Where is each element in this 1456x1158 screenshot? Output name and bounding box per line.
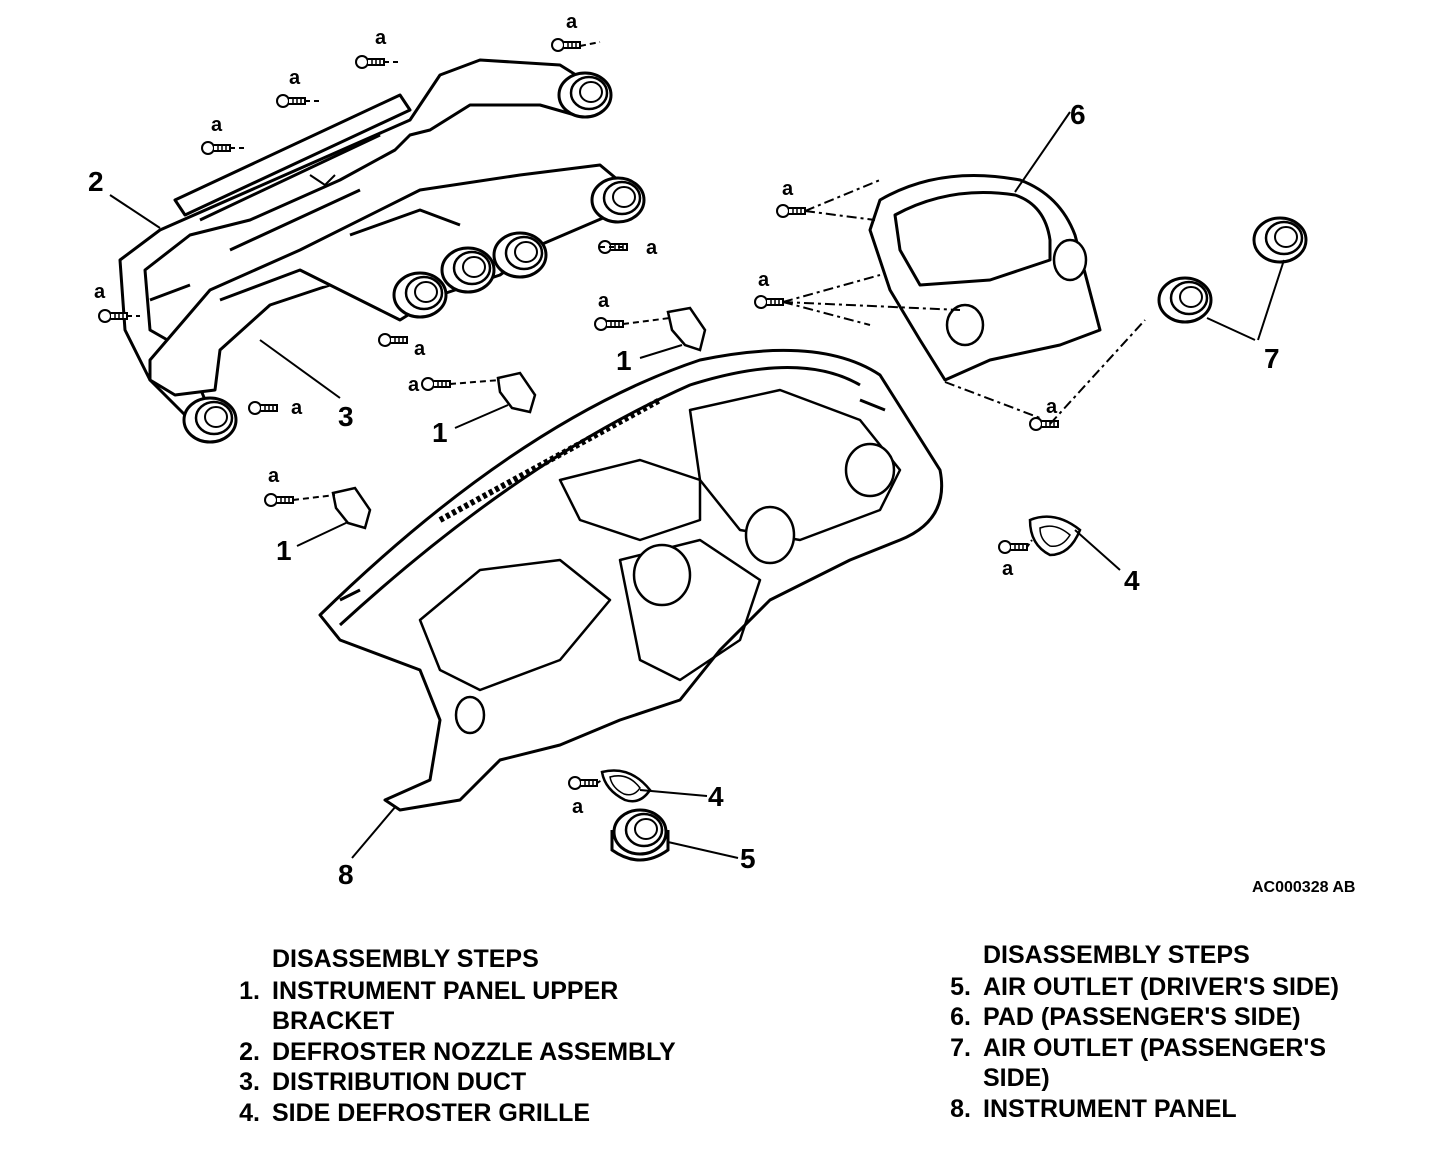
step-row: 7.AIR OUTLET (PASSENGER'S [950, 1033, 1327, 1062]
fastener-labels: a a a a a a a a a a a a a a a a [94, 11, 1058, 818]
callout-1: 1 [276, 535, 292, 566]
steps-heading: DISASSEMBLY STEPS [272, 945, 539, 973]
duct-outlet-right-icon [590, 176, 646, 224]
screw-icon [276, 94, 306, 108]
step-row: 5.AIR OUTLET (DRIVER'S SIDE) [950, 972, 1339, 1001]
callout-4: 4 [1124, 565, 1140, 596]
fastener-label: a [758, 269, 770, 291]
fastener-label: a [289, 67, 301, 89]
upper-bracket-right [666, 306, 707, 352]
screw-icon [421, 377, 451, 391]
fastener-label: a [598, 290, 610, 312]
instrument-panel [318, 348, 944, 812]
screw-icon [378, 333, 408, 347]
passenger-air-outlet-upper-icon [1252, 216, 1308, 264]
screw-icon [998, 540, 1028, 554]
callout-1: 1 [432, 417, 448, 448]
callout-3: 3 [338, 401, 354, 432]
fastener-label: a [408, 374, 420, 396]
step-text: INSTRUMENT PANEL [983, 1094, 1237, 1123]
disassembly-steps-right: DISASSEMBLY STEPS 5.AIR OUTLET (DRIVER'S… [924, 940, 1444, 1124]
step-row: 4.SIDE DEFROSTER GRILLE [239, 1098, 591, 1127]
duct-outlet-left-icon [182, 396, 238, 444]
screw-icon [264, 493, 294, 507]
screw-icon [551, 38, 581, 52]
fastener-label: a [268, 465, 280, 487]
callout-7: 7 [1264, 343, 1280, 374]
fastener-label: a [1046, 396, 1058, 418]
step-row: 6.PAD (PASSENGER'S SIDE) [950, 1003, 1301, 1031]
duct-outlet-center-right-icon [492, 231, 548, 279]
step-text: PAD (PASSENGER'S SIDE) [983, 1003, 1301, 1031]
upper-bracket-center [496, 371, 537, 414]
fastener-label: a [414, 338, 426, 360]
steps-heading: DISASSEMBLY STEPS [983, 941, 1250, 969]
fastener-label: a [1002, 558, 1014, 580]
duct-outlet-center-icon [440, 246, 496, 294]
driver-air-outlet [610, 808, 670, 862]
step-row: 8.INSTRUMENT PANEL [950, 1094, 1237, 1123]
step-text: DEFROSTER NOZZLE ASSEMBLY [272, 1037, 676, 1066]
screw-icon [201, 141, 231, 155]
step-row: 3.DISTRIBUTION DUCT [239, 1068, 527, 1096]
step-text: AIR OUTLET (DRIVER'S SIDE) [983, 972, 1339, 1001]
step-text: DISTRIBUTION DUCT [272, 1068, 527, 1096]
exploded-view-diagram: a a a a a a a a a a a a a a a a 1 1 1 2 … [88, 11, 1355, 896]
screw-icon [754, 295, 784, 309]
fastener-label: a [94, 281, 106, 303]
nozzle-outlet-icon [557, 71, 613, 119]
callout-8: 8 [338, 859, 354, 890]
distribution-duct [148, 163, 632, 397]
fastener-label: a [211, 114, 223, 136]
screw-icon [355, 55, 385, 69]
screw-icon [776, 204, 806, 218]
step-row: 2.DEFROSTER NOZZLE ASSEMBLY [239, 1037, 676, 1066]
step-row: SIDE) [924, 1063, 1444, 1094]
passenger-pad [868, 174, 1102, 382]
figure-id: AC000328 AB [1252, 879, 1355, 896]
callout-1: 1 [616, 345, 632, 376]
passenger-air-outlet-lower-icon [1157, 276, 1213, 324]
callout-5: 5 [740, 843, 756, 874]
screw-icon [248, 401, 278, 415]
step-text: BRACKET [272, 1007, 395, 1035]
fastener-label: a [782, 178, 794, 200]
callout-4: 4 [708, 781, 724, 812]
step-text: SIDE DEFROSTER GRILLE [272, 1098, 591, 1127]
step-row: 1.INSTRUMENT PANEL UPPER [239, 976, 619, 1005]
fastener-label: a [646, 237, 658, 259]
callout-6: 6 [1070, 99, 1086, 130]
fastener-label: a [375, 27, 387, 49]
side-defroster-grille-left [600, 769, 652, 803]
disassembly-steps-left: DISASSEMBLY STEPS 1.INSTRUMENT PANEL UPP… [213, 944, 733, 1128]
screw-icon [594, 317, 624, 331]
fastener-label: a [572, 796, 584, 818]
callout-2: 2 [88, 166, 104, 197]
step-row: BRACKET [213, 1006, 733, 1037]
fastener-label: a [291, 397, 303, 419]
duct-outlet-center-left-icon [392, 271, 448, 319]
step-text: AIR OUTLET (PASSENGER'S [983, 1033, 1327, 1062]
leader-lines [109, 41, 1285, 859]
upper-bracket-left [331, 486, 372, 530]
screw-icon [568, 776, 598, 790]
step-text: SIDE) [983, 1064, 1050, 1092]
fastener-label: a [566, 11, 578, 33]
step-text: INSTRUMENT PANEL UPPER [272, 976, 619, 1005]
side-defroster-grille-right [1028, 515, 1082, 557]
callout-numbers: 1 1 1 2 3 4 4 5 6 7 8 [88, 99, 1280, 890]
